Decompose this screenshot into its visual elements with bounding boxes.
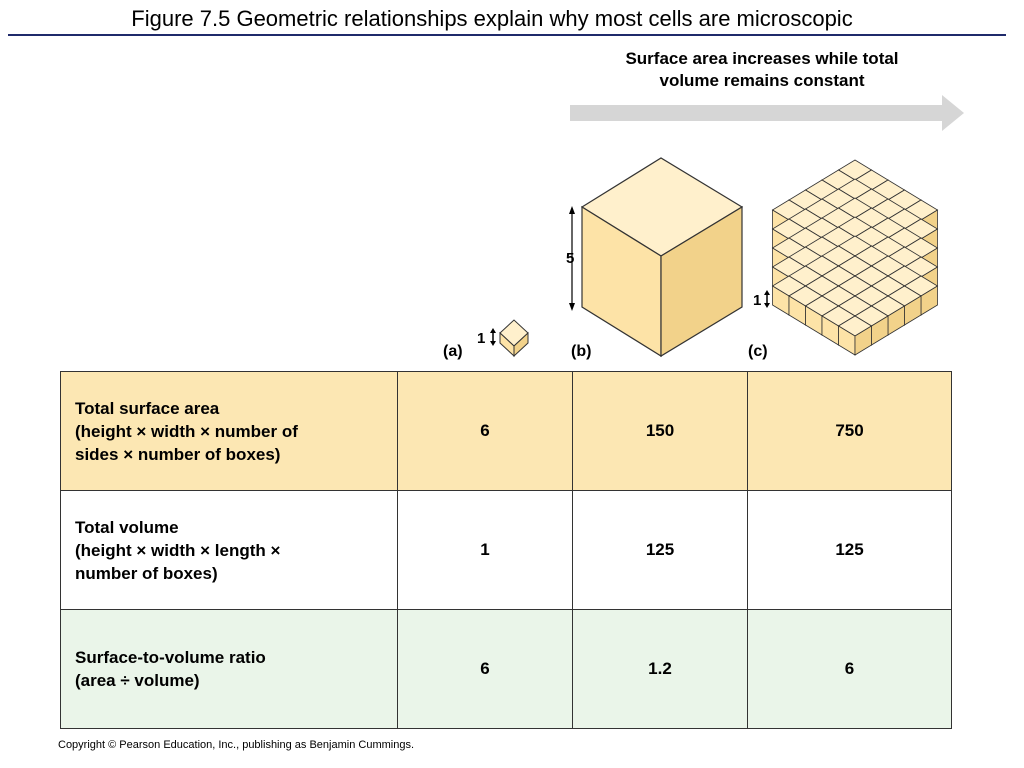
table-row-volume: Total volume (height × width × length × … xyxy=(60,490,952,610)
cell-ratio-c: 6 xyxy=(747,609,952,729)
row-header-volume: Total volume (height × width × length × … xyxy=(60,490,398,610)
cube-c-icon xyxy=(771,159,939,356)
cell-volume-a: 1 xyxy=(397,490,573,610)
row-header-line: (height × width × length × xyxy=(75,540,281,560)
label-a: (a) xyxy=(443,343,463,360)
row-header-line: (height × width × number of xyxy=(75,421,298,441)
row-header-line: Total volume xyxy=(75,517,179,537)
table-row-ratio: Surface-to-volume ratio (area ÷ volume) … xyxy=(60,609,952,729)
arrow-caption-line-2: volume remains constant xyxy=(659,71,865,90)
row-header-line: Total surface area xyxy=(75,398,220,418)
cube-a-icon xyxy=(490,319,529,358)
cube-b-dimension: 5 xyxy=(566,250,575,267)
row-header-surface-area: Total surface area (height × width × num… xyxy=(60,371,398,491)
cell-volume-c: 125 xyxy=(747,490,952,610)
cell-surface-a: 6 xyxy=(397,371,573,491)
cube-b-icon xyxy=(569,157,744,358)
row-header-line: number of boxes) xyxy=(75,563,218,583)
page-title: Figure 7.5 Geometric relationships expla… xyxy=(131,6,853,31)
row-header-line: sides × number of boxes) xyxy=(75,444,281,464)
increase-arrow xyxy=(570,95,964,131)
cell-volume-b: 125 xyxy=(572,490,748,610)
cell-surface-b: 150 xyxy=(572,371,748,491)
label-c: (c) xyxy=(748,343,768,360)
arrow-caption-line-1: Surface area increases while total xyxy=(625,49,899,68)
label-b: (b) xyxy=(571,343,592,360)
cube-c-dimension-arrow xyxy=(764,290,770,308)
cell-ratio-b: 1.2 xyxy=(572,609,748,729)
copyright-notice: Copyright © Pearson Education, Inc., pub… xyxy=(58,739,415,751)
row-header-ratio: Surface-to-volume ratio (area ÷ volume) xyxy=(60,609,398,729)
comparison-table: Total surface area (height × width × num… xyxy=(60,371,952,729)
arrow-caption: Surface area increases while total volum… xyxy=(572,48,952,92)
cube-c-dimension: 1 xyxy=(753,292,762,309)
cube-illustrations xyxy=(490,157,939,358)
title-divider xyxy=(8,34,1006,36)
cell-surface-c: 750 xyxy=(747,371,952,491)
table-row-surface-area: Total surface area (height × width × num… xyxy=(60,371,952,491)
cube-a-dimension: 1 xyxy=(477,330,486,347)
cell-ratio-a: 6 xyxy=(397,609,573,729)
row-header-line: (area ÷ volume) xyxy=(75,671,200,690)
row-header-line: Surface-to-volume ratio xyxy=(75,648,266,667)
